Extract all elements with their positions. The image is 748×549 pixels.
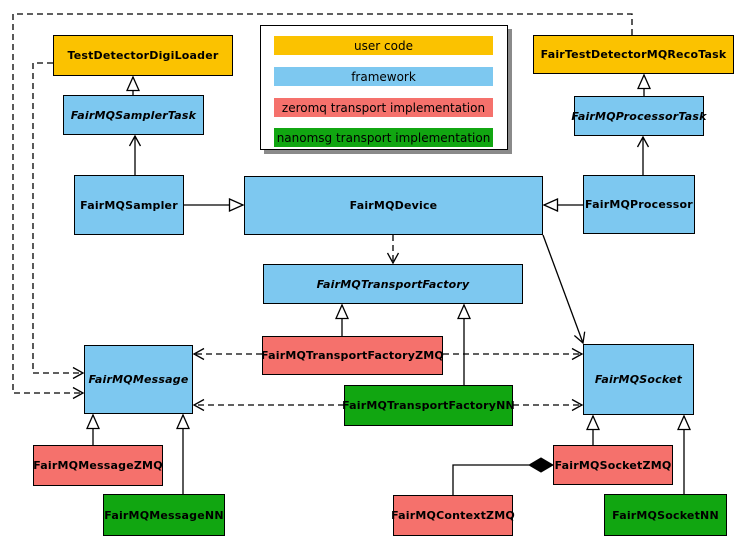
- node-fairmqsocketzmq: FairMQSocketZMQ: [553, 445, 673, 485]
- legend-item-nanomsg: nanomsg transport implementation: [274, 128, 493, 147]
- node-fairmqtransportfactorynn: FairMQTransportFactoryNN: [342, 385, 515, 426]
- node-fairmqcontextzmq: FairMQContextZMQ: [391, 495, 515, 536]
- edge-recotask-message: [12, 13, 633, 400]
- node-fairmqsocket: FairMQSocket: [583, 344, 694, 415]
- edge-contextzmq-socketzmq: [452, 464, 529, 495]
- composition-diamond: [528, 457, 554, 473]
- node-fairmqsampler: FairMQSampler: [74, 175, 184, 235]
- legend-label: user code: [354, 38, 413, 53]
- legend-item-framework: framework: [274, 67, 493, 86]
- node-fairmqsamplertask: FairMQSamplerTask: [63, 95, 204, 135]
- node-fairtestdetectormqrecotask: FairTestDetectorMQRecoTask: [533, 35, 734, 74]
- legend-label: nanomsg transport implementation: [276, 130, 491, 145]
- node-fairmqtransportfactory: FairMQTransportFactory: [263, 264, 523, 304]
- legend-label: zeromq transport implementation: [281, 100, 486, 115]
- legend-item-user-code: user code: [274, 36, 493, 55]
- node-fairmqmessagezmq: FairMQMessageZMQ: [33, 445, 163, 486]
- legend: user code framework zeromq transport imp…: [260, 25, 508, 150]
- node-fairmqprocessor: FairMQProcessor: [583, 175, 695, 234]
- node-fairmqmessage: FairMQMessage: [84, 345, 193, 414]
- node-fairmqmessagenn: FairMQMessageNN: [103, 494, 225, 536]
- node-fairmqprocessortask: FairMQProcessorTask: [571, 96, 706, 136]
- edge-device-socket: [542, 234, 586, 345]
- legend-label: framework: [351, 69, 416, 84]
- node-testdetectordigiloader: TestDetectorDigiLoader: [53, 35, 233, 76]
- node-fairmqtransportfactoryzmq: FairMQTransportFactoryZMQ: [261, 336, 444, 375]
- node-fairmqdevice: FairMQDevice: [244, 176, 543, 235]
- legend-item-zeromq: zeromq transport implementation: [274, 98, 493, 117]
- edge-digiloader-message: [32, 62, 85, 380]
- node-fairmqsocketnn: FairMQSocketNN: [604, 494, 727, 536]
